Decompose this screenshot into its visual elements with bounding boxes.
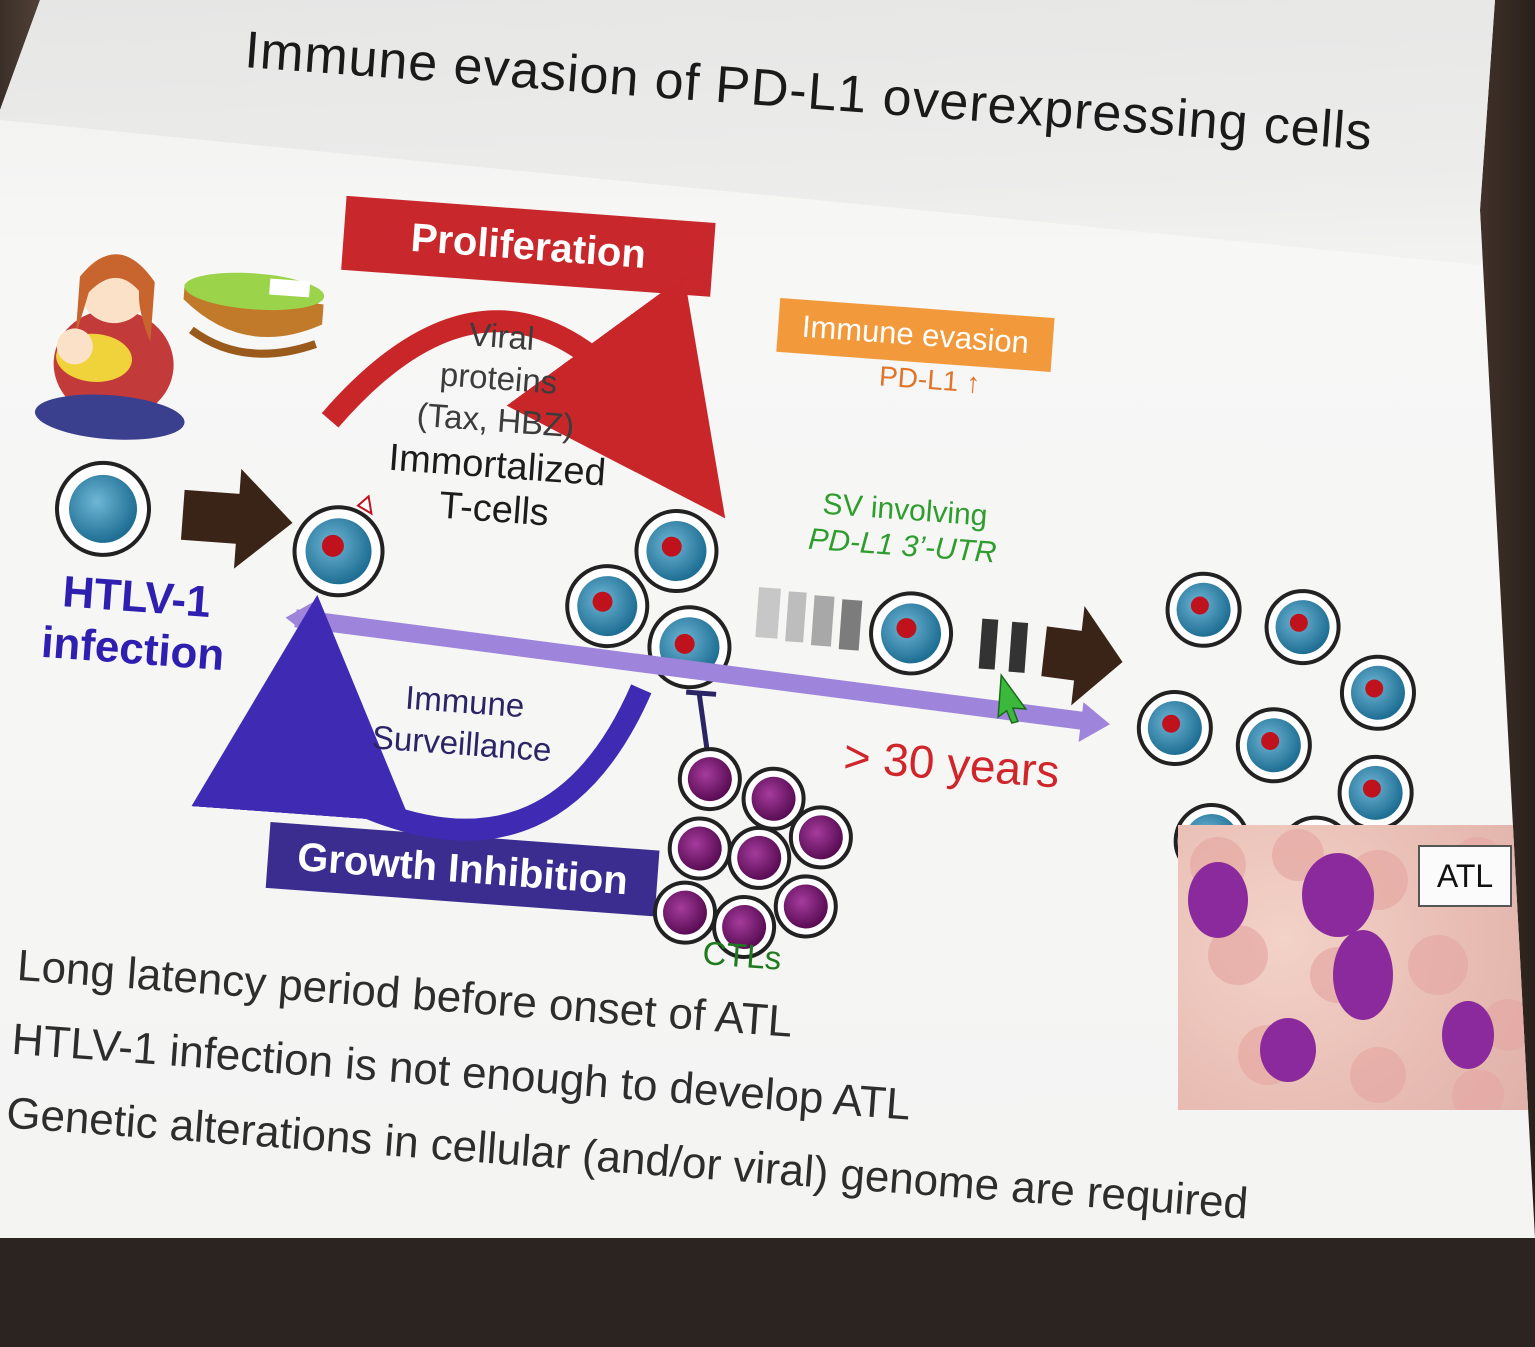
t-cell-icon [565, 564, 650, 649]
t-cell-icon [634, 509, 719, 594]
micrograph-cells [1188, 829, 1528, 1110]
htlv-infection-label: HTLV-1 infection [21, 564, 248, 684]
proliferation-arrow [321, 275, 726, 519]
genome-bars [755, 587, 1029, 673]
projected-slide: Immune evasion of PD-L1 overexpressing c… [0, 0, 1535, 1238]
t-cell-icon [292, 494, 385, 598]
ctl-cell-icon [653, 747, 853, 959]
cradle-icon [183, 272, 325, 358]
atl-label-box: ATL [1418, 845, 1512, 907]
t-cell-icon [869, 591, 954, 676]
viral-proteins-label: Viral proteins (Tax, HBZ) [389, 308, 608, 449]
arrow-right-icon [180, 468, 293, 569]
immune-surveillance-label: Immune Surveillance [351, 673, 577, 773]
arrow-right-icon [1041, 606, 1123, 706]
cursor-icon [997, 673, 1028, 724]
t-cell-icon [55, 460, 152, 557]
immune-surveillance-arrow [191, 594, 652, 841]
ctls-label: CTLs [701, 934, 783, 977]
mother-breastfeeding-icon [34, 254, 185, 440]
